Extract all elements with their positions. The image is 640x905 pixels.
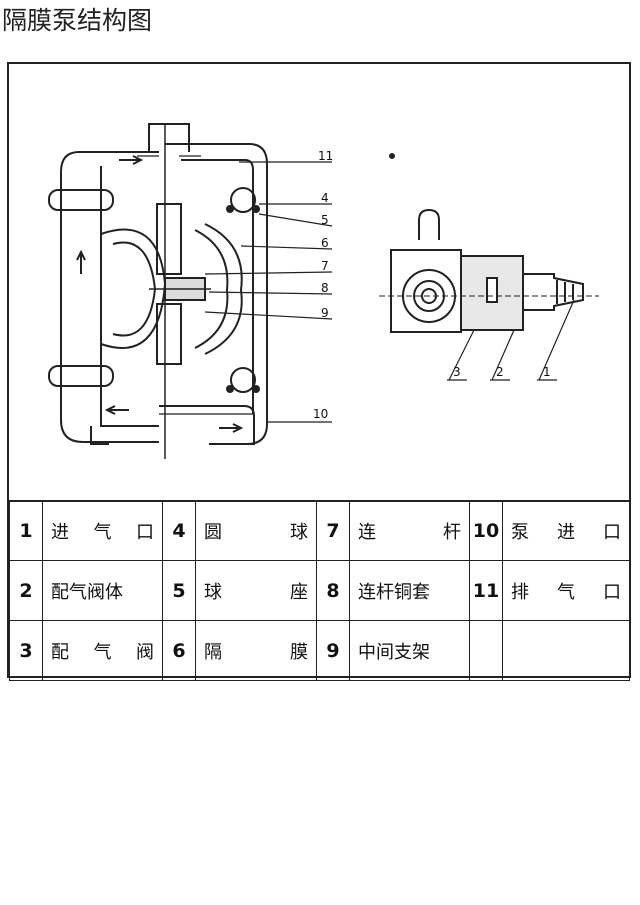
left-manifold <box>60 151 159 443</box>
page-title: 隔膜泵结构图 <box>2 6 153 35</box>
part-name-cell: 排 气 口 <box>502 560 630 621</box>
callout-label: 2 <box>496 365 504 379</box>
pump-cross-section-figure: 11 4 5 6 7 8 9 10 3 2 1 <box>9 64 629 502</box>
part-number-cell <box>469 620 503 681</box>
callout-label: 9 <box>321 306 329 320</box>
callout-label: 10 <box>313 407 328 421</box>
middle-support-lower <box>156 303 182 365</box>
callout-label: 1 <box>543 365 551 379</box>
top-outlet <box>148 123 190 152</box>
part-number-cell: 8 <box>316 560 350 621</box>
part-name-cell: 隔 膜 <box>195 620 317 681</box>
part-name-cell: 圆 球 <box>195 500 317 561</box>
part-name-cell: 球 座 <box>195 560 317 621</box>
part-number-cell: 4 <box>162 500 196 561</box>
part-name-cell: 进 气 口 <box>42 500 163 561</box>
upper-collar <box>48 189 114 211</box>
part-number-cell: 9 <box>316 620 350 681</box>
part-name-cell: 配气阀体 <box>42 560 163 621</box>
part-name-cell: 连 杆 <box>349 500 470 561</box>
lower-ball <box>230 367 256 393</box>
callout-label: 11 <box>318 149 333 163</box>
part-number-cell: 3 <box>9 620 43 681</box>
air-inlet-fitting <box>523 273 584 311</box>
middle-support-upper <box>156 203 182 275</box>
right-housing <box>165 143 268 445</box>
part-name-cell: 泵 进 口 <box>502 500 630 561</box>
pump-diagram-svg: 11 4 5 6 7 8 9 10 3 2 1 <box>48 123 599 459</box>
bottom-inlet <box>159 405 255 445</box>
callout-label: 7 <box>321 259 329 273</box>
part-name-cell: 配 气 阀 <box>42 620 163 681</box>
part-name-cell: 连杆铜套 <box>349 560 470 621</box>
upper-ball <box>230 187 256 213</box>
callout-label: 6 <box>321 236 329 250</box>
callout-label: 3 <box>453 365 461 379</box>
callout-label: 5 <box>321 213 329 227</box>
part-name-cell <box>502 620 630 681</box>
part-number-cell: 10 <box>469 500 503 561</box>
part-name-cell: 中间支架 <box>349 620 470 681</box>
part-number-cell: 1 <box>9 500 43 561</box>
part-number-cell: 2 <box>9 560 43 621</box>
callout-label: 8 <box>321 281 329 295</box>
part-number-cell: 5 <box>162 560 196 621</box>
lower-collar <box>48 365 114 387</box>
part-number-cell: 11 <box>469 560 503 621</box>
valve-left-block <box>390 249 462 333</box>
part-number-cell: 7 <box>316 500 350 561</box>
part-number-cell: 6 <box>162 620 196 681</box>
valve-top-boss <box>418 208 440 240</box>
callout-label: 4 <box>321 191 329 205</box>
right-diaphragm <box>204 223 243 355</box>
